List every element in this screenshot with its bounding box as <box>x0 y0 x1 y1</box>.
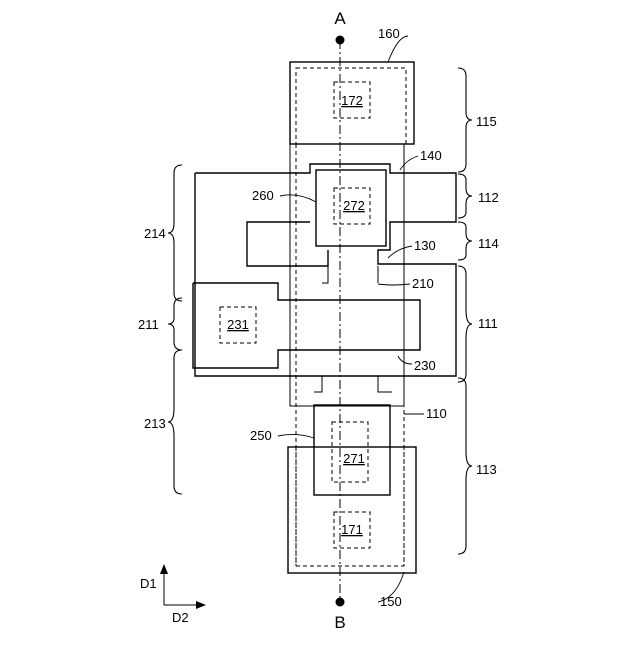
axis-d2-arrow <box>196 601 206 609</box>
label-272: 272 <box>343 198 365 213</box>
label-231: 231 <box>227 317 249 332</box>
section-point-a <box>336 36 345 45</box>
label-250: 250 <box>250 428 272 443</box>
leader-130 <box>388 246 412 258</box>
brace-114 <box>458 222 472 260</box>
leader-210 <box>378 284 410 285</box>
label-130: 130 <box>414 238 436 253</box>
brace-113 <box>458 378 472 554</box>
leader-250 <box>278 434 314 438</box>
label-115: 115 <box>476 114 497 129</box>
label-260: 260 <box>252 188 274 203</box>
axis-d1-label: D1 <box>140 576 157 591</box>
label-150: 150 <box>380 594 402 609</box>
label-160: 160 <box>378 26 400 41</box>
brace-211 <box>168 298 182 350</box>
label-210: 210 <box>412 276 434 291</box>
label-230: 230 <box>414 358 436 373</box>
label-140: 140 <box>420 148 442 163</box>
label-111: 111 <box>478 316 498 331</box>
label-214: 214 <box>144 226 166 241</box>
leader-230 <box>398 356 412 364</box>
axis-d2-label: D2 <box>172 610 189 625</box>
section-point-b <box>336 598 345 607</box>
label-213: 213 <box>144 416 166 431</box>
section-label-a: A <box>334 9 346 28</box>
brace-213 <box>168 350 182 494</box>
strip-110 <box>290 144 404 406</box>
label-110: 110 <box>426 406 447 421</box>
neck-upper-left <box>322 266 328 283</box>
label-211: 211 <box>138 317 159 332</box>
gate-140 <box>195 164 456 376</box>
brace-111 <box>458 266 472 382</box>
section-label-b: B <box>334 613 345 632</box>
brace-214 <box>168 165 182 301</box>
label-114: 114 <box>478 236 499 251</box>
label-172: 172 <box>341 93 363 108</box>
neck-lower-right <box>378 376 392 392</box>
brace-115 <box>458 68 472 172</box>
axis-d1-arrow <box>160 564 168 574</box>
label-271: 271 <box>343 451 365 466</box>
label-113: 113 <box>476 462 497 477</box>
label-112: 112 <box>478 190 499 205</box>
leader-140 <box>400 156 418 170</box>
neck-lower-left <box>314 376 322 392</box>
label-171: 171 <box>341 522 363 537</box>
leader-260 <box>280 195 316 202</box>
brace-112 <box>458 174 472 218</box>
